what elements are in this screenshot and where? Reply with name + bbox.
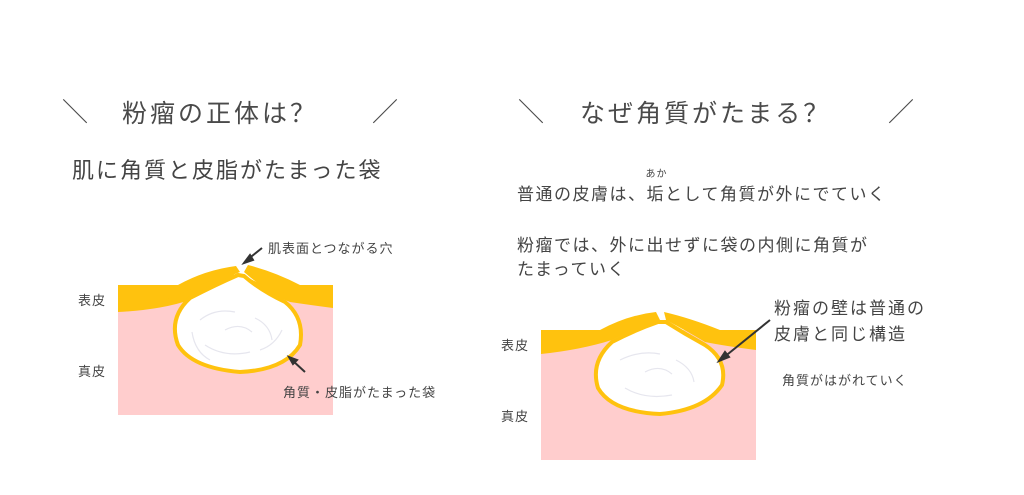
- right-line1-before: 普通の皮膚は、: [517, 185, 647, 205]
- left-annotation-sac: 角質・皮脂がたまった袋: [283, 386, 437, 401]
- right-line1-after: として角質が外にでていく: [665, 185, 887, 205]
- right-line2a: 粉瘤では、外に出せずに袋の内側に角質が: [517, 236, 869, 256]
- ruby-base: 垢: [646, 185, 665, 205]
- right-annotation-wall-1: 粉瘤の壁は普通の: [774, 299, 926, 319]
- right-annotation-peel: 角質がはがれていく: [782, 374, 908, 389]
- decor-slash-right-open: ＼: [518, 98, 545, 128]
- decor-slash-left-open: ＼: [62, 98, 89, 128]
- left-title: 粉瘤の正体は？: [122, 99, 319, 128]
- left-subtitle: 肌に角質と皮脂がたまった袋: [72, 159, 383, 184]
- right-line2b: たまっていく: [517, 260, 626, 280]
- decor-slash-left-close: ／: [372, 98, 399, 128]
- left-annotation-pore: 肌表面とつながる穴: [268, 242, 394, 257]
- decor-slash-right-close: ／: [888, 98, 915, 128]
- right-title: なぜ角質がたまる？: [580, 99, 832, 128]
- left-label-epidermis: 表皮: [78, 294, 107, 309]
- right-annotation-wall-2: 皮膚と同じ構造: [774, 325, 907, 345]
- right-label-epidermis: 表皮: [501, 339, 530, 354]
- right-label-dermis: 真皮: [501, 410, 530, 425]
- ruby-aka: あか垢: [646, 169, 667, 205]
- ruby-text: あか: [645, 169, 668, 180]
- left-label-dermis: 真皮: [78, 365, 107, 380]
- right-line1: 普通の皮膚は、あか垢として角質が外にでていく: [517, 169, 887, 205]
